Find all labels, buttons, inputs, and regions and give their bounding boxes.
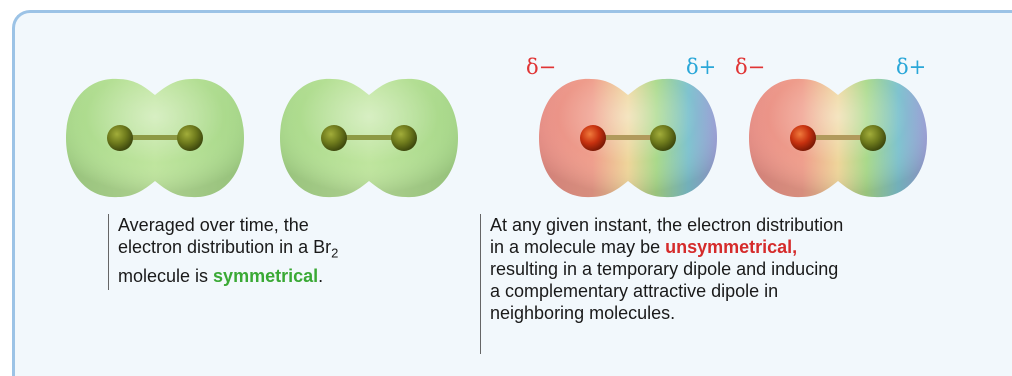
caption-line: Averaged over time, the (118, 214, 358, 236)
br2-molecule-symmetrical-1 (60, 73, 250, 203)
subscript: 2 (331, 246, 338, 261)
dipole-molecule-1 (533, 73, 723, 203)
caption-line: At any given instant, the electron distr… (490, 214, 880, 236)
dipole-molecule-2 (743, 73, 933, 203)
partial-positive-atom (650, 125, 676, 151)
caption-unsymmetrical: At any given instant, the electron distr… (480, 214, 880, 354)
unsymmetrical-highlight: unsymmetrical (665, 237, 792, 257)
figure-panel: Averaged over time, the electron distrib… (12, 10, 1012, 376)
partial-positive-atom (860, 125, 886, 151)
caption-text: in a molecule may be (490, 237, 665, 257)
br-atom-left (321, 125, 347, 151)
caption-line: neighboring molecules. (490, 302, 880, 324)
caption-text: , (792, 237, 797, 257)
caption-line: resulting in a temporary dipole and indu… (490, 258, 880, 280)
caption-text: molecule is (118, 266, 213, 286)
caption-symmetrical: Averaged over time, the electron distrib… (108, 214, 358, 290)
partial-negative-atom (790, 125, 816, 151)
caption-text: . (318, 266, 323, 286)
br2-molecule-symmetrical-2 (274, 73, 464, 203)
caption-line: molecule is symmetrical. (118, 265, 358, 287)
partial-negative-atom (580, 125, 606, 151)
symmetrical-highlight: symmetrical (213, 266, 318, 286)
caption-line: electron distribution in a Br2 (118, 236, 358, 265)
br-atom-left (107, 125, 133, 151)
br-atom-right (391, 125, 417, 151)
caption-line: in a molecule may be unsymmetrical, (490, 236, 880, 258)
br-atom-right (177, 125, 203, 151)
caption-text: electron distribution in a Br (118, 237, 331, 257)
caption-line: a complementary attractive dipole in (490, 280, 880, 302)
